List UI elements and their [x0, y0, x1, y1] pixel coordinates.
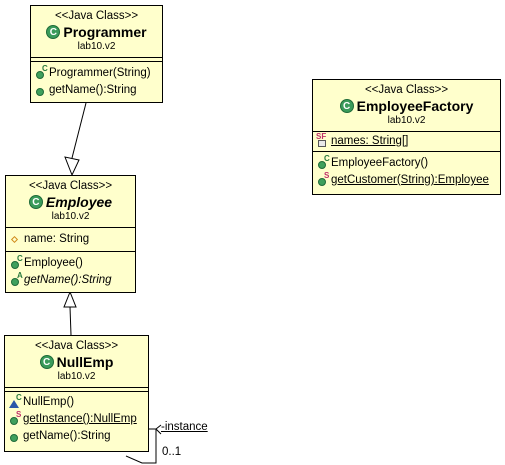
java-class-icon: C [46, 25, 61, 39]
employee-class[interactable]: <<Java Class>> C Employee lab10.v2 name:… [5, 175, 136, 293]
package-label: lab10.v2 [51, 211, 90, 222]
public-static-method-icon: S [9, 410, 21, 426]
public-constructor-icon: C [317, 154, 330, 170]
method-row[interactable]: getName():String [9, 428, 144, 445]
package-label: lab10.v2 [387, 115, 426, 126]
stereotype-label: <<Java Class>> [34, 340, 119, 352]
method-row[interactable]: C EmployeeFactory() [317, 154, 496, 172]
nullemp-generalization-arrowhead [63, 290, 77, 308]
public-method-icon [9, 431, 21, 443]
employee-factory-class[interactable]: <<Java Class>> C EmployeeFactory lab10.v… [312, 79, 501, 195]
stereotype-label: <<Java Class>> [28, 180, 113, 192]
self-association-arrowhead [155, 424, 162, 435]
field-row[interactable]: SF names: String[] [316, 131, 409, 148]
programmer-class[interactable]: <<Java Class>> C Programmer lab10.v2 C P… [30, 5, 163, 103]
method-row[interactable]: C NullEmp() [9, 393, 144, 411]
package-label: lab10.v2 [57, 371, 96, 382]
java-class-icon: C [339, 99, 354, 113]
stereotype-label: <<Java Class>> [54, 10, 139, 22]
package-field-icon [10, 234, 22, 246]
association-multiplicity-label: 0..1 [162, 446, 182, 458]
programmer-generalization-arrowhead [64, 156, 80, 177]
java-class-icon: C [39, 355, 54, 369]
private-constructor-icon: C [9, 393, 22, 409]
package-label: lab10.v2 [77, 41, 116, 52]
method-row[interactable]: C Employee() [10, 254, 131, 272]
public-method-icon [35, 85, 47, 97]
public-static-method-icon: S [317, 171, 329, 187]
class-name: Programmer [63, 24, 147, 40]
nullemp-self-association [125, 428, 157, 464]
method-row[interactable]: getName():String [35, 82, 158, 99]
public-constructor-icon: C [10, 254, 23, 270]
association-role-label: -instance [161, 421, 208, 433]
method-row[interactable]: S getInstance():NullEmp [9, 410, 144, 428]
class-name: EmployeeFactory [356, 98, 474, 114]
nullemp-class[interactable]: <<Java Class>> C NullEmp lab10.v2 C Null… [4, 335, 149, 452]
class-name: NullEmp [56, 354, 114, 370]
class-name: Employee [45, 194, 113, 210]
method-row[interactable]: S getCustomer(String):Employee [317, 171, 496, 189]
public-constructor-icon: C [35, 64, 48, 80]
abstract-class-icon: C [28, 195, 43, 209]
method-row[interactable]: C Programmer(String) [35, 64, 158, 82]
abstract-method-icon: A [10, 271, 23, 287]
nullemp-generalization-line [69, 306, 72, 336]
static-final-field-icon: SF [316, 132, 329, 148]
field-row[interactable]: name: String [10, 231, 131, 248]
stereotype-label: <<Java Class>> [364, 84, 449, 96]
programmer-generalization-line [71, 102, 87, 159]
method-row[interactable]: A getName():String [10, 271, 131, 289]
